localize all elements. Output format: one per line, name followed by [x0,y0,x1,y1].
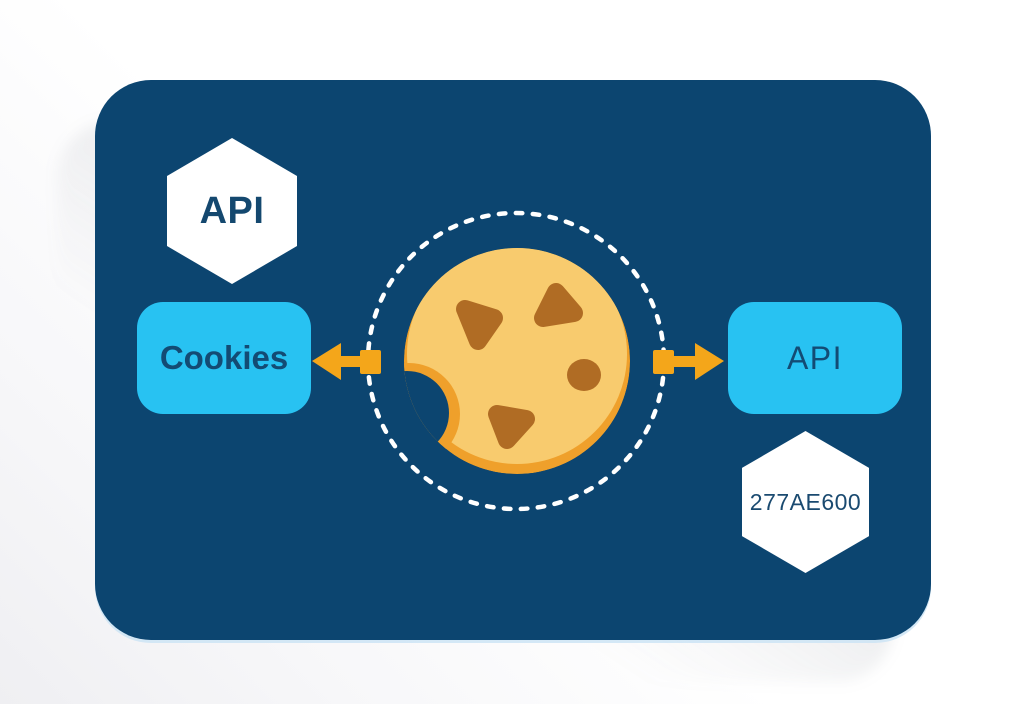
api-node-label: API [786,339,844,376]
cookies-node-label: Cookies [159,339,289,376]
api-hexagon-label: API [199,189,265,232]
hex-code-label: 277AE600 [749,488,862,515]
cookies-node: Cookies [137,302,311,414]
api-node: API [728,302,902,414]
